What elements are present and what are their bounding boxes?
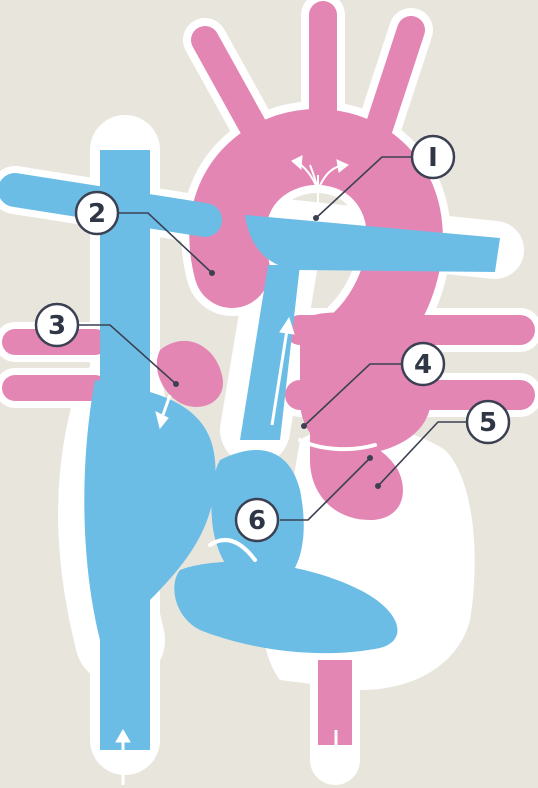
callout-number: 3 [48, 311, 66, 341]
callout-2: 2 [76, 192, 118, 234]
callout-6: 6 [236, 499, 278, 541]
callout-number: 4 [414, 350, 432, 380]
pulmonary-vein-left-junction [157, 341, 223, 407]
callout-number: 2 [88, 199, 106, 229]
right-atrium [84, 380, 215, 750]
callout-number: 5 [479, 408, 497, 438]
callout-5: 5 [467, 401, 509, 443]
superior-vena-cava [100, 150, 150, 400]
callout-number: 6 [248, 506, 266, 536]
callout-3: 3 [36, 304, 78, 346]
callout-1: I [412, 136, 454, 178]
callout-number: I [428, 143, 438, 173]
callout-4: 4 [402, 343, 444, 385]
